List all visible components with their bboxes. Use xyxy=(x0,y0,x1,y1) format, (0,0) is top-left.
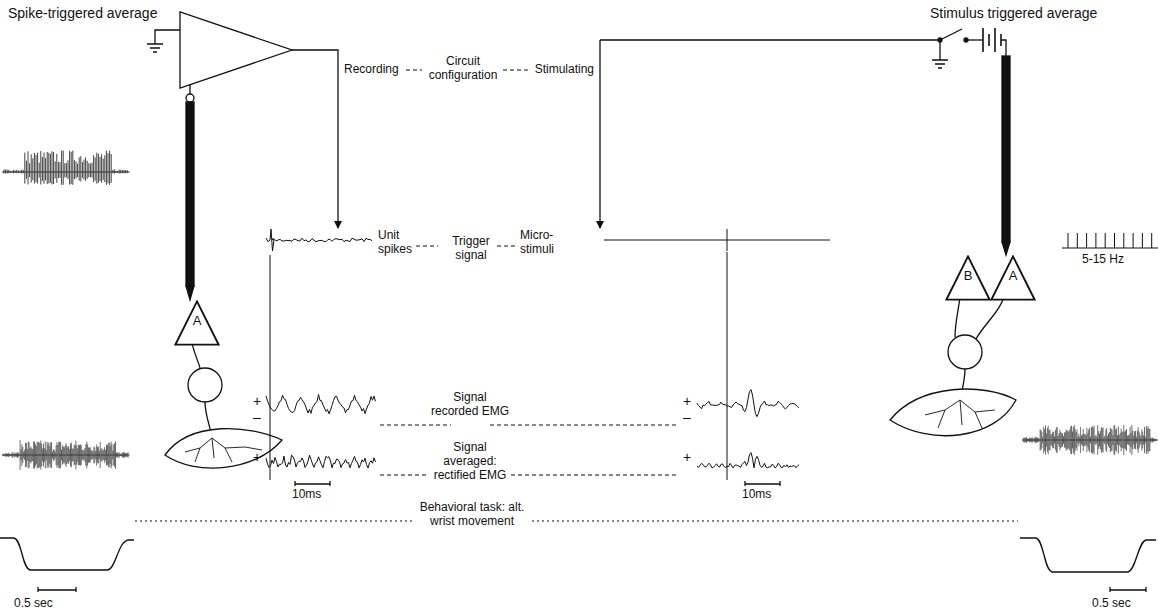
polarity-sign: – xyxy=(250,410,264,424)
emg-trace xyxy=(697,390,799,417)
neuron-label: B xyxy=(945,255,991,283)
unit-spike-trace xyxy=(266,229,372,251)
dash-leader xyxy=(380,70,676,475)
electrode xyxy=(186,102,194,286)
wrist-trace xyxy=(1020,538,1156,572)
neuron-triangle: A xyxy=(174,300,220,346)
row-label: Circuit configuration xyxy=(420,54,506,82)
dotted-leader xyxy=(135,521,1018,522)
neuron-triangle: A xyxy=(990,255,1036,301)
trigger-label: Unit spikes xyxy=(378,228,422,256)
polarity-sign: – xyxy=(680,410,694,424)
polarity-sign: + xyxy=(680,450,694,464)
section-title: Stimulus triggered average xyxy=(930,6,1155,20)
switch xyxy=(940,29,962,40)
trigger-line xyxy=(270,255,271,480)
frequency-label: 5-15 Hz xyxy=(1082,252,1154,266)
motoneuron xyxy=(188,368,222,402)
electrode xyxy=(1002,56,1010,242)
muscle xyxy=(165,429,282,468)
polarity-sign: + xyxy=(250,450,264,464)
trigger-wire xyxy=(292,50,338,228)
scale-label: 0.5 sec xyxy=(14,596,84,610)
row-label: Signal averaged: rectified EMG xyxy=(428,440,512,482)
scale-label: 0.5 sec xyxy=(1092,596,1156,610)
polarity-sign: + xyxy=(680,394,694,408)
spike-raster xyxy=(2,151,130,185)
emg-trace xyxy=(266,395,376,414)
electrode-coil xyxy=(186,94,194,102)
circuit-label: Recording xyxy=(344,62,408,76)
rectified-emg-trace xyxy=(697,453,799,468)
scale-label: 10ms xyxy=(742,487,792,501)
scale-label: 10ms xyxy=(292,487,342,501)
ground-wire xyxy=(155,30,180,44)
trigger-wire xyxy=(599,40,600,228)
ground-symbol xyxy=(147,44,163,52)
stimulus-train xyxy=(1062,233,1158,248)
scale-bar xyxy=(1110,587,1146,592)
ground-symbol xyxy=(932,40,948,68)
section-title: Spike-triggered average xyxy=(8,6,228,20)
polarity-sign: + xyxy=(250,394,264,408)
scale-bar xyxy=(295,481,330,486)
battery xyxy=(983,28,1001,52)
emg-burst xyxy=(2,440,130,470)
rectified-emg-trace xyxy=(266,455,376,468)
muscle xyxy=(890,389,1016,436)
neuron-triangle: B xyxy=(945,255,991,301)
neuron-label: A xyxy=(174,300,220,328)
trigger-line xyxy=(727,252,728,480)
motoneuron xyxy=(948,335,982,369)
scale-bar xyxy=(38,587,76,592)
row-label: Behavioral task: alt. wrist movement xyxy=(412,500,532,528)
amplifier xyxy=(180,12,292,88)
row-label: Trigger signal xyxy=(438,234,504,262)
circuit-label: Stimulating xyxy=(510,62,594,76)
stimulus-trace xyxy=(604,229,830,251)
wrist-trace xyxy=(0,538,134,570)
neuron-label: A xyxy=(990,255,1036,283)
emg-burst xyxy=(1022,425,1158,455)
scale-bar xyxy=(745,481,780,486)
trigger-label: Micro-stimuli xyxy=(520,228,576,256)
row-label: Signal recorded EMG xyxy=(430,390,510,418)
